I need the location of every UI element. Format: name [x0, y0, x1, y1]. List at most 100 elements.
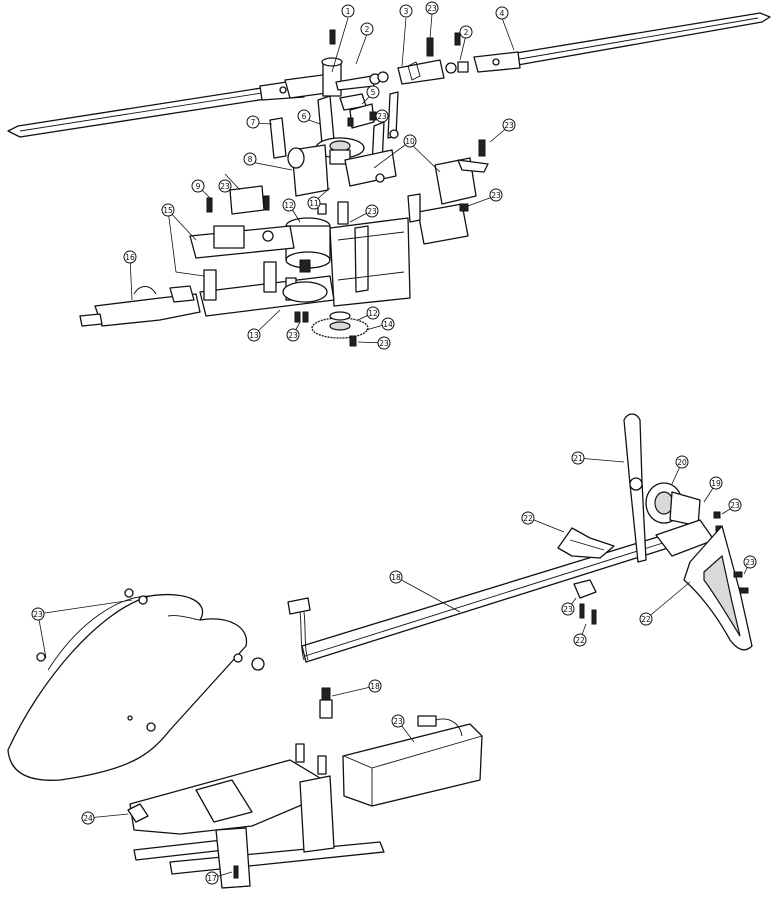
main-rotor-blade-right — [473, 12, 771, 73]
callout-22: 22 — [573, 633, 587, 647]
callout-label: 23 — [379, 339, 389, 348]
callout-14: 14 — [381, 317, 395, 331]
servo-front — [269, 117, 329, 197]
callout-label: 10 — [405, 137, 415, 146]
callout-label: 23 — [33, 610, 43, 619]
callout-label: 23 — [491, 191, 501, 200]
callout-label: 18 — [391, 573, 401, 582]
callout-10: 10 — [403, 134, 417, 148]
swashplate — [315, 137, 365, 165]
callout-label: 23 — [288, 331, 298, 340]
callout-label: 2 — [464, 28, 469, 37]
callout-23: 23 — [286, 328, 300, 342]
callout-23: 23 — [365, 204, 379, 218]
callout-8: 8 — [243, 152, 257, 166]
callout-23: 23 — [375, 109, 389, 123]
tail-motor — [645, 482, 701, 527]
callout-24: 24 — [81, 811, 95, 825]
callout-3: 3 — [399, 4, 413, 18]
callout-12: 12 — [366, 306, 380, 320]
callout-12: 12 — [282, 198, 296, 212]
callout-label: 12 — [284, 201, 294, 210]
callout-label: 23 — [730, 501, 740, 510]
battery-pack — [342, 715, 483, 807]
callout-15: 15 — [161, 203, 175, 217]
callout-7: 7 — [246, 115, 260, 129]
callout-label: 21 — [573, 454, 583, 463]
vertical-fin — [683, 525, 753, 651]
callout-label: 13 — [249, 331, 259, 340]
tail-servo — [407, 193, 469, 245]
receiver-board — [189, 225, 295, 259]
callout-label: 9 — [196, 182, 201, 191]
callout-18: 18 — [389, 570, 403, 584]
callout-label: 22 — [523, 514, 533, 523]
callout-label: 6 — [302, 112, 307, 121]
callout-label: 19 — [711, 479, 721, 488]
callout-label: 3 — [404, 7, 409, 16]
callout-23: 23 — [502, 118, 516, 132]
callout-label: 12 — [368, 309, 378, 318]
callout-label: 20 — [677, 458, 687, 467]
callout-label: 4 — [500, 9, 505, 18]
callout-2: 2 — [459, 25, 473, 39]
main-rotor-blade-left — [7, 79, 305, 138]
callout-label: 14 — [383, 320, 393, 329]
battery-tray — [127, 743, 327, 835]
callout-label: 5 — [371, 88, 376, 97]
callout-23: 23 — [391, 714, 405, 728]
callout-1: 1 — [341, 4, 355, 18]
canopy — [7, 588, 265, 781]
rotor-hub-assembly — [284, 29, 469, 99]
callout-label: 23 — [393, 717, 403, 726]
callout-label: 22 — [575, 636, 585, 645]
callout-6: 6 — [297, 109, 311, 123]
gyro-bracket — [206, 185, 270, 215]
callout-label: 23 — [367, 207, 377, 216]
esc-unit — [79, 285, 201, 327]
callout-5: 5 — [366, 85, 380, 99]
tail-wire-lead — [287, 597, 311, 661]
callout-label: 23 — [563, 605, 573, 614]
tail-rotor-blade — [623, 413, 647, 563]
main-frame — [317, 201, 411, 307]
tail-boom — [301, 534, 669, 663]
callout-21: 21 — [571, 451, 585, 465]
callout-label: 2 — [365, 25, 370, 34]
callout-label: 16 — [125, 253, 135, 262]
landing-skid — [133, 775, 385, 889]
callout-label: 8 — [248, 155, 253, 164]
callout-23: 23 — [489, 188, 503, 202]
callout-label: 17 — [207, 874, 217, 883]
callout-23: 23 — [218, 179, 232, 193]
callout-label: 7 — [251, 118, 256, 127]
callout-9: 9 — [191, 179, 205, 193]
callout-label: 24 — [83, 814, 93, 823]
callout-label: 11 — [309, 199, 319, 208]
main-gear — [311, 311, 369, 347]
callout-18: 18 — [368, 679, 382, 693]
callout-label: 23 — [377, 112, 387, 121]
callout-23: 23 — [425, 1, 439, 15]
callout-16: 16 — [123, 250, 137, 264]
callout-23: 23 — [31, 607, 45, 621]
callout-label: 23 — [745, 558, 755, 567]
callout-label: 23 — [504, 121, 514, 130]
callout-label: 18 — [370, 682, 380, 691]
callout-20: 20 — [675, 455, 689, 469]
callout-label: 23 — [427, 4, 437, 13]
lower-frame-plate — [199, 261, 335, 317]
callout-2: 2 — [360, 22, 374, 36]
canopy-screw — [319, 687, 333, 719]
callout-label: 23 — [220, 182, 230, 191]
callout-13: 13 — [247, 328, 261, 342]
canopy-mount-bracket — [434, 139, 489, 205]
callout-19: 19 — [709, 476, 723, 490]
callout-4: 4 — [495, 6, 509, 20]
callout-11: 11 — [307, 196, 321, 210]
callout-23: 23 — [377, 336, 391, 350]
horizontal-fin — [557, 527, 615, 559]
